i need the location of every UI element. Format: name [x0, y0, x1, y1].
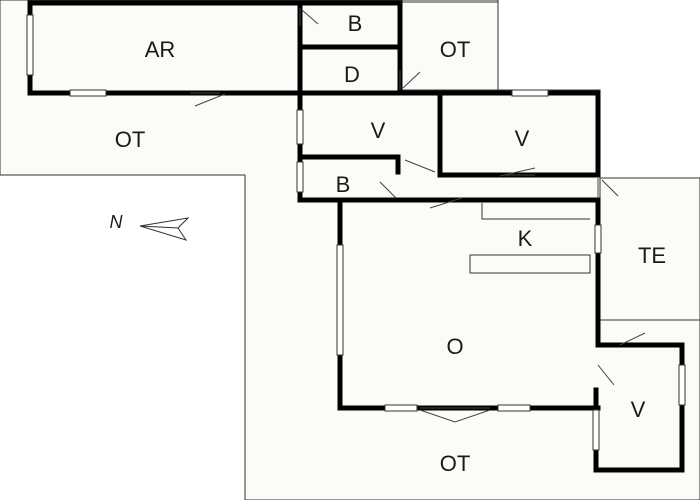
room-label-v-bottom: V	[631, 397, 646, 422]
window	[678, 364, 686, 406]
room-label-o: O	[446, 334, 463, 359]
room-label-v-center: V	[371, 118, 386, 143]
window	[69, 89, 107, 97]
wall-b-top	[297, 0, 403, 96]
room-labels: AR B OT D OT V V B N K TE O V OT	[110, 11, 667, 476]
door	[597, 178, 619, 198]
doors	[190, 8, 646, 423]
window	[26, 14, 34, 76]
window	[511, 89, 549, 97]
kitchen-counters	[469, 203, 591, 274]
compass	[139, 217, 190, 241]
door	[499, 167, 536, 177]
window	[497, 404, 531, 412]
room-label-k: K	[518, 226, 533, 251]
windows	[26, 14, 686, 451]
door	[379, 181, 397, 199]
room-label-ot-top-right: OT	[440, 37, 471, 62]
compass-arrow-icon	[139, 217, 190, 241]
door	[619, 332, 646, 346]
room-label-te: TE	[638, 243, 666, 268]
door	[597, 364, 615, 386]
door	[299, 8, 319, 26]
window	[296, 109, 304, 145]
room-label-ar: AR	[145, 37, 176, 62]
window	[384, 404, 418, 412]
door	[399, 70, 421, 90]
room-label-ot-bottom: OT	[440, 451, 471, 476]
window	[336, 244, 344, 356]
door	[419, 407, 491, 423]
compass-north-label: N	[110, 212, 124, 232]
wall-v-right	[437, 90, 601, 178]
window	[594, 224, 602, 254]
door	[190, 92, 226, 107]
room-label-b-top: B	[348, 11, 363, 36]
room-label-b-mid: B	[336, 172, 351, 197]
window	[296, 161, 304, 193]
door	[404, 159, 436, 173]
room-label-ot-left: OT	[115, 127, 146, 152]
window	[592, 409, 600, 451]
room-label-v-right: V	[515, 126, 530, 151]
ot-top-right-outline	[402, 1, 499, 91]
counter-island	[469, 254, 591, 274]
counter-top	[481, 203, 590, 220]
door	[429, 197, 463, 209]
room-label-d: D	[344, 62, 360, 87]
